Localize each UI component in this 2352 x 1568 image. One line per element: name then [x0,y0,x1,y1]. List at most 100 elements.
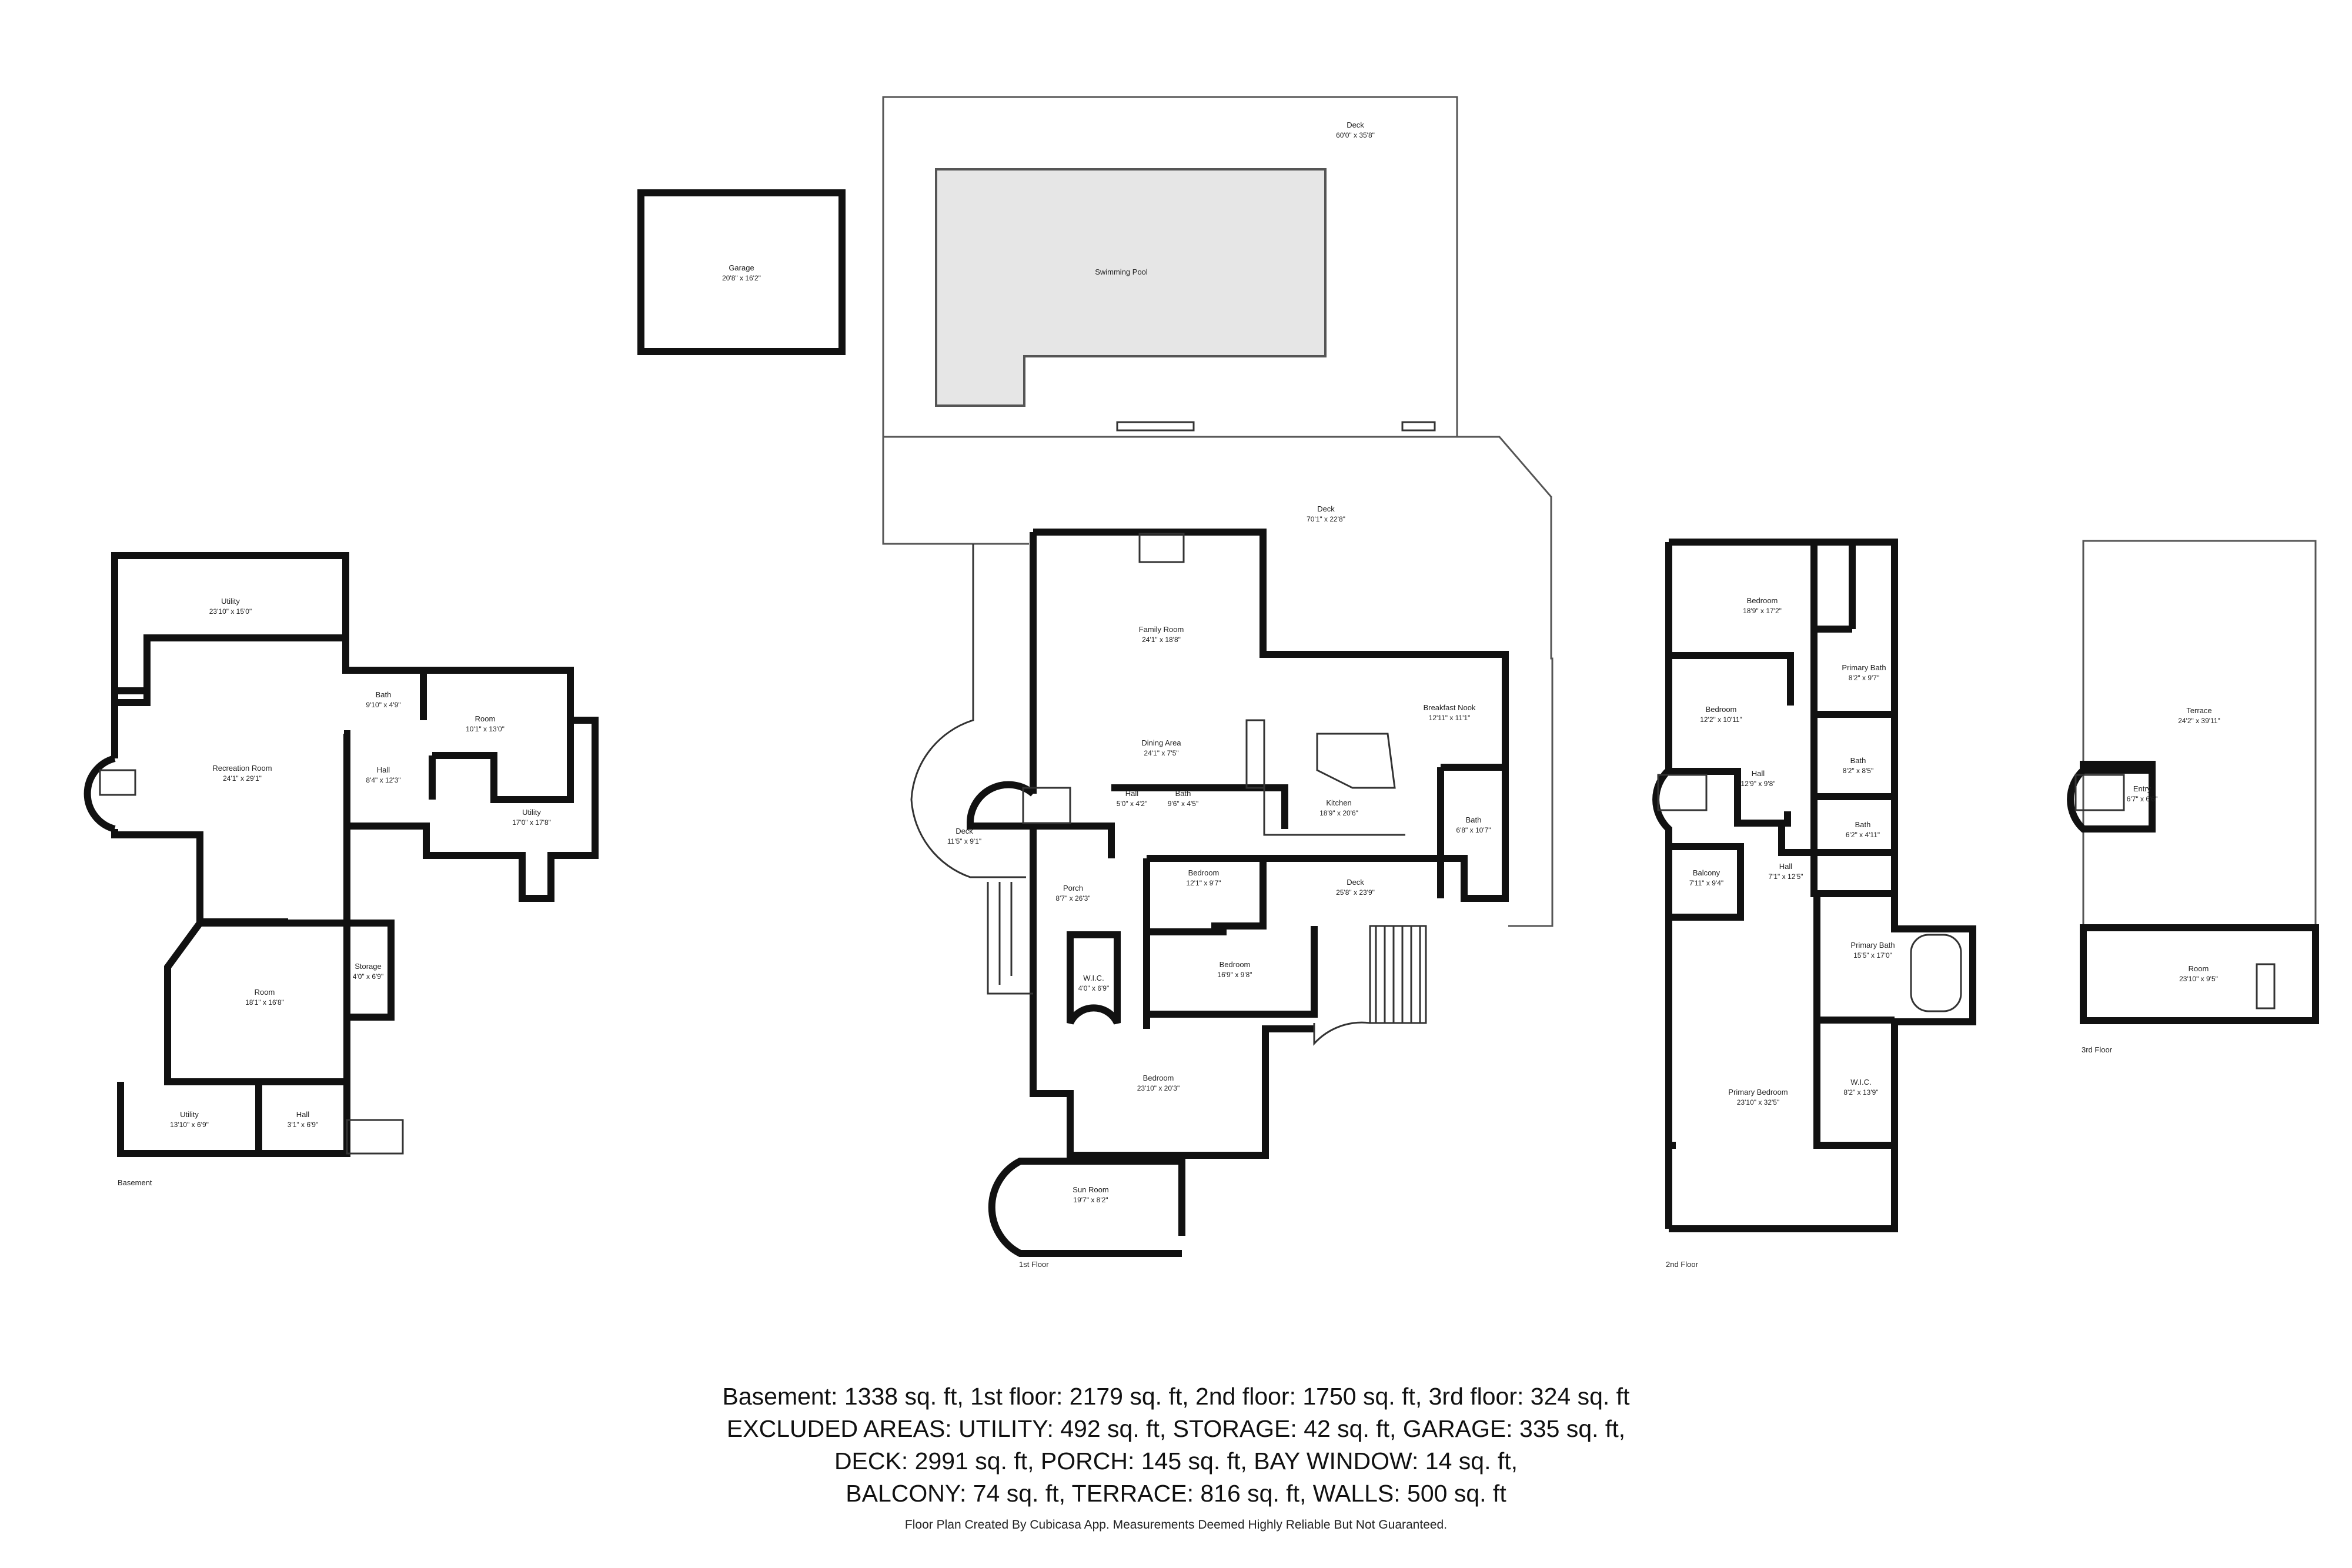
room-name: Bedroom [1143,1074,1174,1082]
third-floor-plan: Terrace 24'2" x 39'11" Entry 6'7" x 6'6"… [2067,540,2319,1024]
room-dimension: 23'10" x 9'5" [2179,975,2218,983]
room-name: Swimming Pool [1095,268,1148,276]
floor-label-first: 1st Floor [1019,1260,1049,1269]
credit-note: Floor Plan Created By Cubicasa App. Meas… [904,1518,1448,1532]
area-summary-line-2: EXCLUDED AREAS: UTILITY: 492 sq. ft, STO… [726,1415,1626,1442]
room-dimension: 4'0" x 6'9" [1078,984,1109,992]
room-name: W.I.C. [1850,1078,1871,1086]
room-dimension: 12'1" x 9'7" [1186,879,1221,887]
room-name: Entry [2133,784,2151,793]
room-dimension: 18'1" x 16'8" [245,998,284,1007]
room-dimension: 23'10" x 15'0" [209,607,252,616]
room-name: Bath [1850,756,1866,765]
room-dimension: 8'2" x 13'9" [1843,1088,1878,1096]
room-dimension: 20'8" x 16'2" [722,274,761,282]
room-name: Deck [1317,504,1335,513]
room-dimension: 60'0" x 35'8" [1336,131,1375,139]
room-dimension: 3'1" x 6'9" [288,1121,318,1129]
room-name: Bath [1855,820,1871,829]
room-dimension: 19'7" x 8'2" [1073,1196,1108,1204]
room-name: Room [255,988,275,997]
room-name: Storage [355,962,382,971]
room-name: Utility [221,597,240,606]
room-name: Primary Bath [1850,941,1895,950]
area-summary-line-3: DECK: 2991 sq. ft, PORCH: 145 sq. ft, BA… [834,1447,1518,1475]
room-dimension: 11'5" x 9'1" [947,837,981,845]
room-dimension: 4'0" x 6'9" [353,972,383,981]
room-name: Breakfast Nook [1424,703,1476,712]
room-name: Hall [1779,862,1793,871]
room-name: W.I.C. [1083,974,1104,982]
garage-plan: Garage 20'8" x 16'2" [637,189,846,355]
room-name: Deck [956,827,973,835]
room-dimension: 12'2" x 10'11" [1700,716,1742,724]
room-dimension: 8'2" x 9'7" [1849,674,1879,682]
room-dimension: 17'0" x 17'8" [512,818,551,827]
room-dimension: 6'2" x 4'11" [1846,831,1880,839]
room-dimension: 7'11" x 9'4" [1689,879,1723,887]
area-summary-line-4: BALCONY: 74 sq. ft, TERRACE: 816 sq. ft,… [846,1480,1506,1507]
room-name: Family Room [1139,625,1184,634]
room-name: Hall [1752,769,1765,778]
room-dimension: 24'1" x 18'8" [1142,636,1181,644]
room-dimension: 5'0" x 4'2" [1117,800,1147,808]
area-summary-line-1: Basement: 1338 sq. ft, 1st floor: 2179 s… [722,1383,1630,1410]
room-name: Bedroom [1188,868,1220,877]
pool-deck-plan: Deck 60'0" x 35'8" Swimming Pool [882,96,1458,438]
room-dimension: 24'1" x 7'5" [1144,749,1178,757]
room-dimension: 6'7" x 6'6" [2127,795,2157,803]
room-dimension: 13'10" x 6'9" [170,1121,209,1129]
room-dimension: 8'4" x 12'3" [366,776,400,784]
room-dimension: 7'1" x 12'5" [1768,872,1803,881]
second-floor-plan: Bedroom 18'9" x 17'2" Primary Bath 8'2" … [1652,539,1976,1232]
room-name: Terrace [2186,706,2211,715]
room-name: Hall [296,1110,310,1119]
room-dimension: 12'9" x 9'8" [1740,780,1775,788]
room-dimension: 8'2" x 8'5" [1843,767,1873,775]
room-dimension: 15'5" x 17'0" [1853,951,1892,959]
room-name: Utility [180,1110,199,1119]
room-dimension: 9'10" x 4'9" [366,701,400,709]
floor-label-second: 2nd Floor [1666,1260,1699,1269]
floor-label-basement: Basement [118,1178,152,1187]
room-name: Kitchen [1326,798,1351,807]
room-name: Deck [1347,121,1364,129]
room-name: Utility [522,808,541,817]
room-name: Deck [1347,878,1364,887]
room-name: Balcony [1693,868,1720,877]
room-name: Hall [377,765,390,774]
room-dimension: 18'9" x 20'6" [1319,809,1358,817]
room-name: Bedroom [1747,596,1778,605]
room-name: Hall [1125,789,1139,798]
room-dimension: 10'1" x 13'0" [466,725,505,733]
room-name: Room [475,714,496,723]
room-dimension: 16'9" x 9'8" [1217,971,1252,979]
room-dimension: 70'1" x 22'8" [1307,515,1345,523]
floor-label-third: 3rd Floor [2082,1045,2113,1054]
room-name: Dining Area [1141,738,1181,747]
room-name: Room [2189,964,2209,973]
room-dimension: 6'8" x 10'7" [1456,826,1491,834]
room-name: Porch [1063,884,1083,892]
room-name: Bath [376,690,392,699]
room-dimension: 18'9" x 17'2" [1743,607,1782,615]
room-name: Bath [1175,789,1191,798]
room-dimension: 24'2" x 39'11" [2178,717,2220,725]
room-name: Bedroom [1706,705,1737,714]
room-dimension: 23'10" x 32'5" [1737,1098,1780,1106]
room-name: Primary Bedroom [1728,1088,1788,1096]
room-name: Garage [729,263,754,272]
room-dimension: 23'10" x 20'3" [1137,1084,1180,1092]
room-dimension: 12'11" x 11'1" [1429,714,1471,722]
room-dimension: 24'1" x 29'1" [223,774,262,783]
room-dimension: 8'7" x 26'3" [1055,894,1090,902]
room-name: Sun Room [1073,1185,1108,1194]
room-name: Recreation Room [212,764,272,773]
room-dimension: 9'6" x 4'5" [1168,800,1198,808]
room-dimension: 25'8" x 23'9" [1336,888,1375,897]
room-name: Primary Bath [1842,663,1886,672]
room-name: Bedroom [1220,960,1251,969]
first-floor-plan: Family Room 24'1" x 18'8" Deck 70'1" x 2… [882,436,1553,1257]
room-name: Bath [1466,815,1482,824]
